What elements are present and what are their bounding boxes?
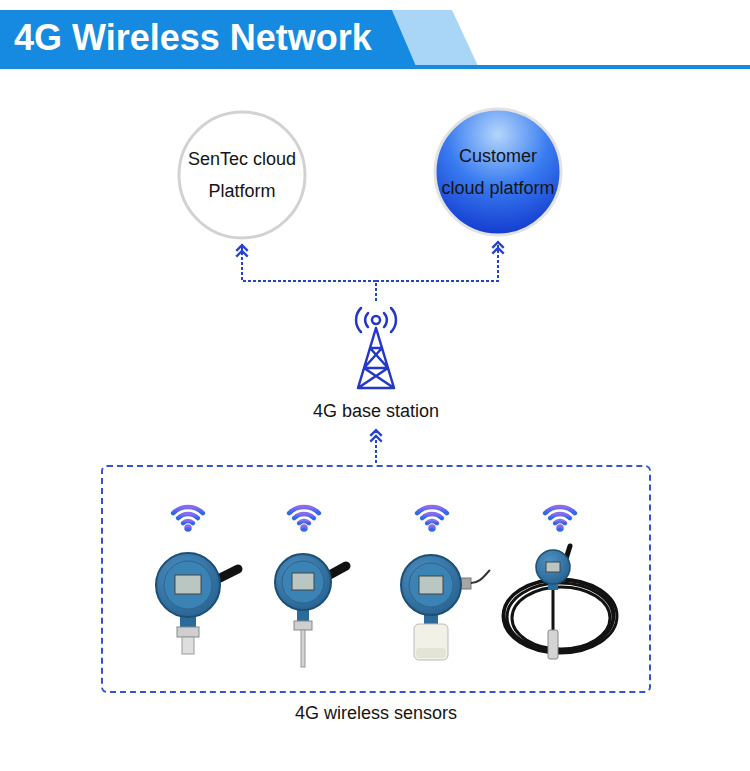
wifi-dot (303, 527, 306, 530)
cable (471, 570, 490, 583)
wifi-arc (550, 514, 570, 518)
housing (536, 550, 570, 584)
wifi-icon (545, 507, 575, 530)
housing-cover (164, 561, 212, 609)
tower-signal-arc (365, 313, 368, 327)
wifi-arc (422, 514, 442, 518)
submersible-level-sensor (503, 546, 617, 659)
base-station: 4G base station (305, 303, 448, 425)
tower-signal-arc (384, 313, 387, 327)
probe-rod (301, 630, 305, 667)
tower-lattice (358, 328, 394, 388)
housing-cover (282, 561, 324, 603)
circle-outline (177, 110, 307, 240)
housing (401, 555, 461, 615)
wifi-dot (431, 527, 434, 530)
circle-outline (433, 107, 563, 237)
dashed-connector (375, 429, 377, 463)
lcd (292, 573, 314, 590)
tower-icon (356, 308, 396, 388)
wifi-arc (173, 507, 203, 513)
wifi-dot (187, 527, 190, 530)
level-transmitter (401, 555, 490, 660)
circle-shape (179, 112, 305, 238)
sensor-group-box: 4G wireless sensors (101, 465, 651, 693)
banner-rule (0, 65, 750, 69)
wifi-arc (289, 507, 319, 513)
hex-fitting (294, 621, 312, 630)
sensor-cylinder (414, 624, 448, 660)
lcd (175, 575, 201, 594)
dashed-connector (376, 241, 498, 301)
dashed-connector (242, 244, 376, 301)
pressure-transmitter (156, 553, 238, 654)
cable-coil (503, 579, 617, 653)
title-banner: 4G Wireless Network (14, 10, 372, 66)
wifi-arc (294, 514, 314, 518)
wifi-arc (183, 521, 193, 523)
housing-cover (409, 563, 453, 607)
sensor-band (416, 648, 446, 658)
lcd (546, 562, 560, 572)
tower-signal-arc (356, 308, 361, 332)
title: 4G Wireless Network (14, 17, 372, 59)
tower-signal-arc (391, 308, 396, 332)
probe (548, 630, 558, 659)
lcd (419, 576, 443, 594)
wifi-arc (427, 521, 437, 523)
housing (275, 554, 331, 610)
wifi-icon (289, 507, 319, 530)
wifi-icon (417, 507, 447, 530)
cloud-platform-circle: Customer cloud platform (433, 107, 563, 237)
temperature-transmitter (275, 554, 346, 667)
wifi-arc (299, 521, 309, 523)
cloud-platform-circle: SenTec cloud Platform (177, 110, 307, 240)
cable (552, 588, 555, 630)
banner (0, 10, 416, 66)
node-label: Customer cloud platform (438, 140, 558, 205)
thread (182, 637, 194, 654)
wifi-arc (417, 507, 447, 513)
node-label: SenTec cloud Platform (182, 143, 302, 208)
hex-fitting (177, 627, 199, 637)
wifi-dot (559, 527, 562, 530)
wifi-arc (545, 507, 575, 513)
wifi-arc (178, 514, 198, 518)
wifi-icon (173, 507, 203, 530)
cable-loop (503, 579, 617, 653)
circle-shape (435, 109, 561, 235)
node-label: 4G base station (313, 401, 439, 425)
wifi-arc (555, 521, 565, 523)
housing (156, 553, 220, 617)
tower-signal-dot (372, 316, 380, 324)
cable-loop (504, 580, 614, 650)
node-label: 4G wireless sensors (103, 703, 649, 725)
